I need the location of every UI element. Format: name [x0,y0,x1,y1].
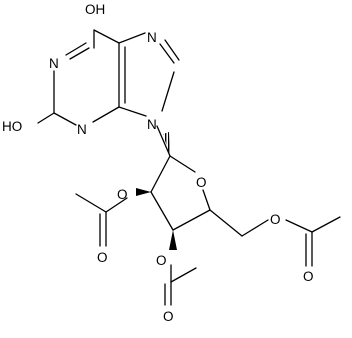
carbonyl-oxygen-2-label: O [97,250,108,265]
ring-oxygen-label: O [196,175,207,190]
n3-label: N [77,122,87,137]
ester-oxygen-3-label: O [156,253,167,268]
n1-label: N [49,56,59,71]
ester-oxygen-5-label: O [270,212,281,227]
ester-oxygen-2-label: O [117,187,128,202]
n9-label: N [147,117,157,132]
atom-labels: OH N N HO N N O O O O O O O [2,2,314,324]
carbonyl-oxygen-5-label: O [303,269,314,284]
n7-label: N [147,30,157,45]
hydroxyl-top-label: OH [85,2,105,17]
bonds [37,29,341,306]
carbonyl-oxygen-3-label: O [163,309,174,324]
hydroxyl-left-label: HO [2,119,22,134]
